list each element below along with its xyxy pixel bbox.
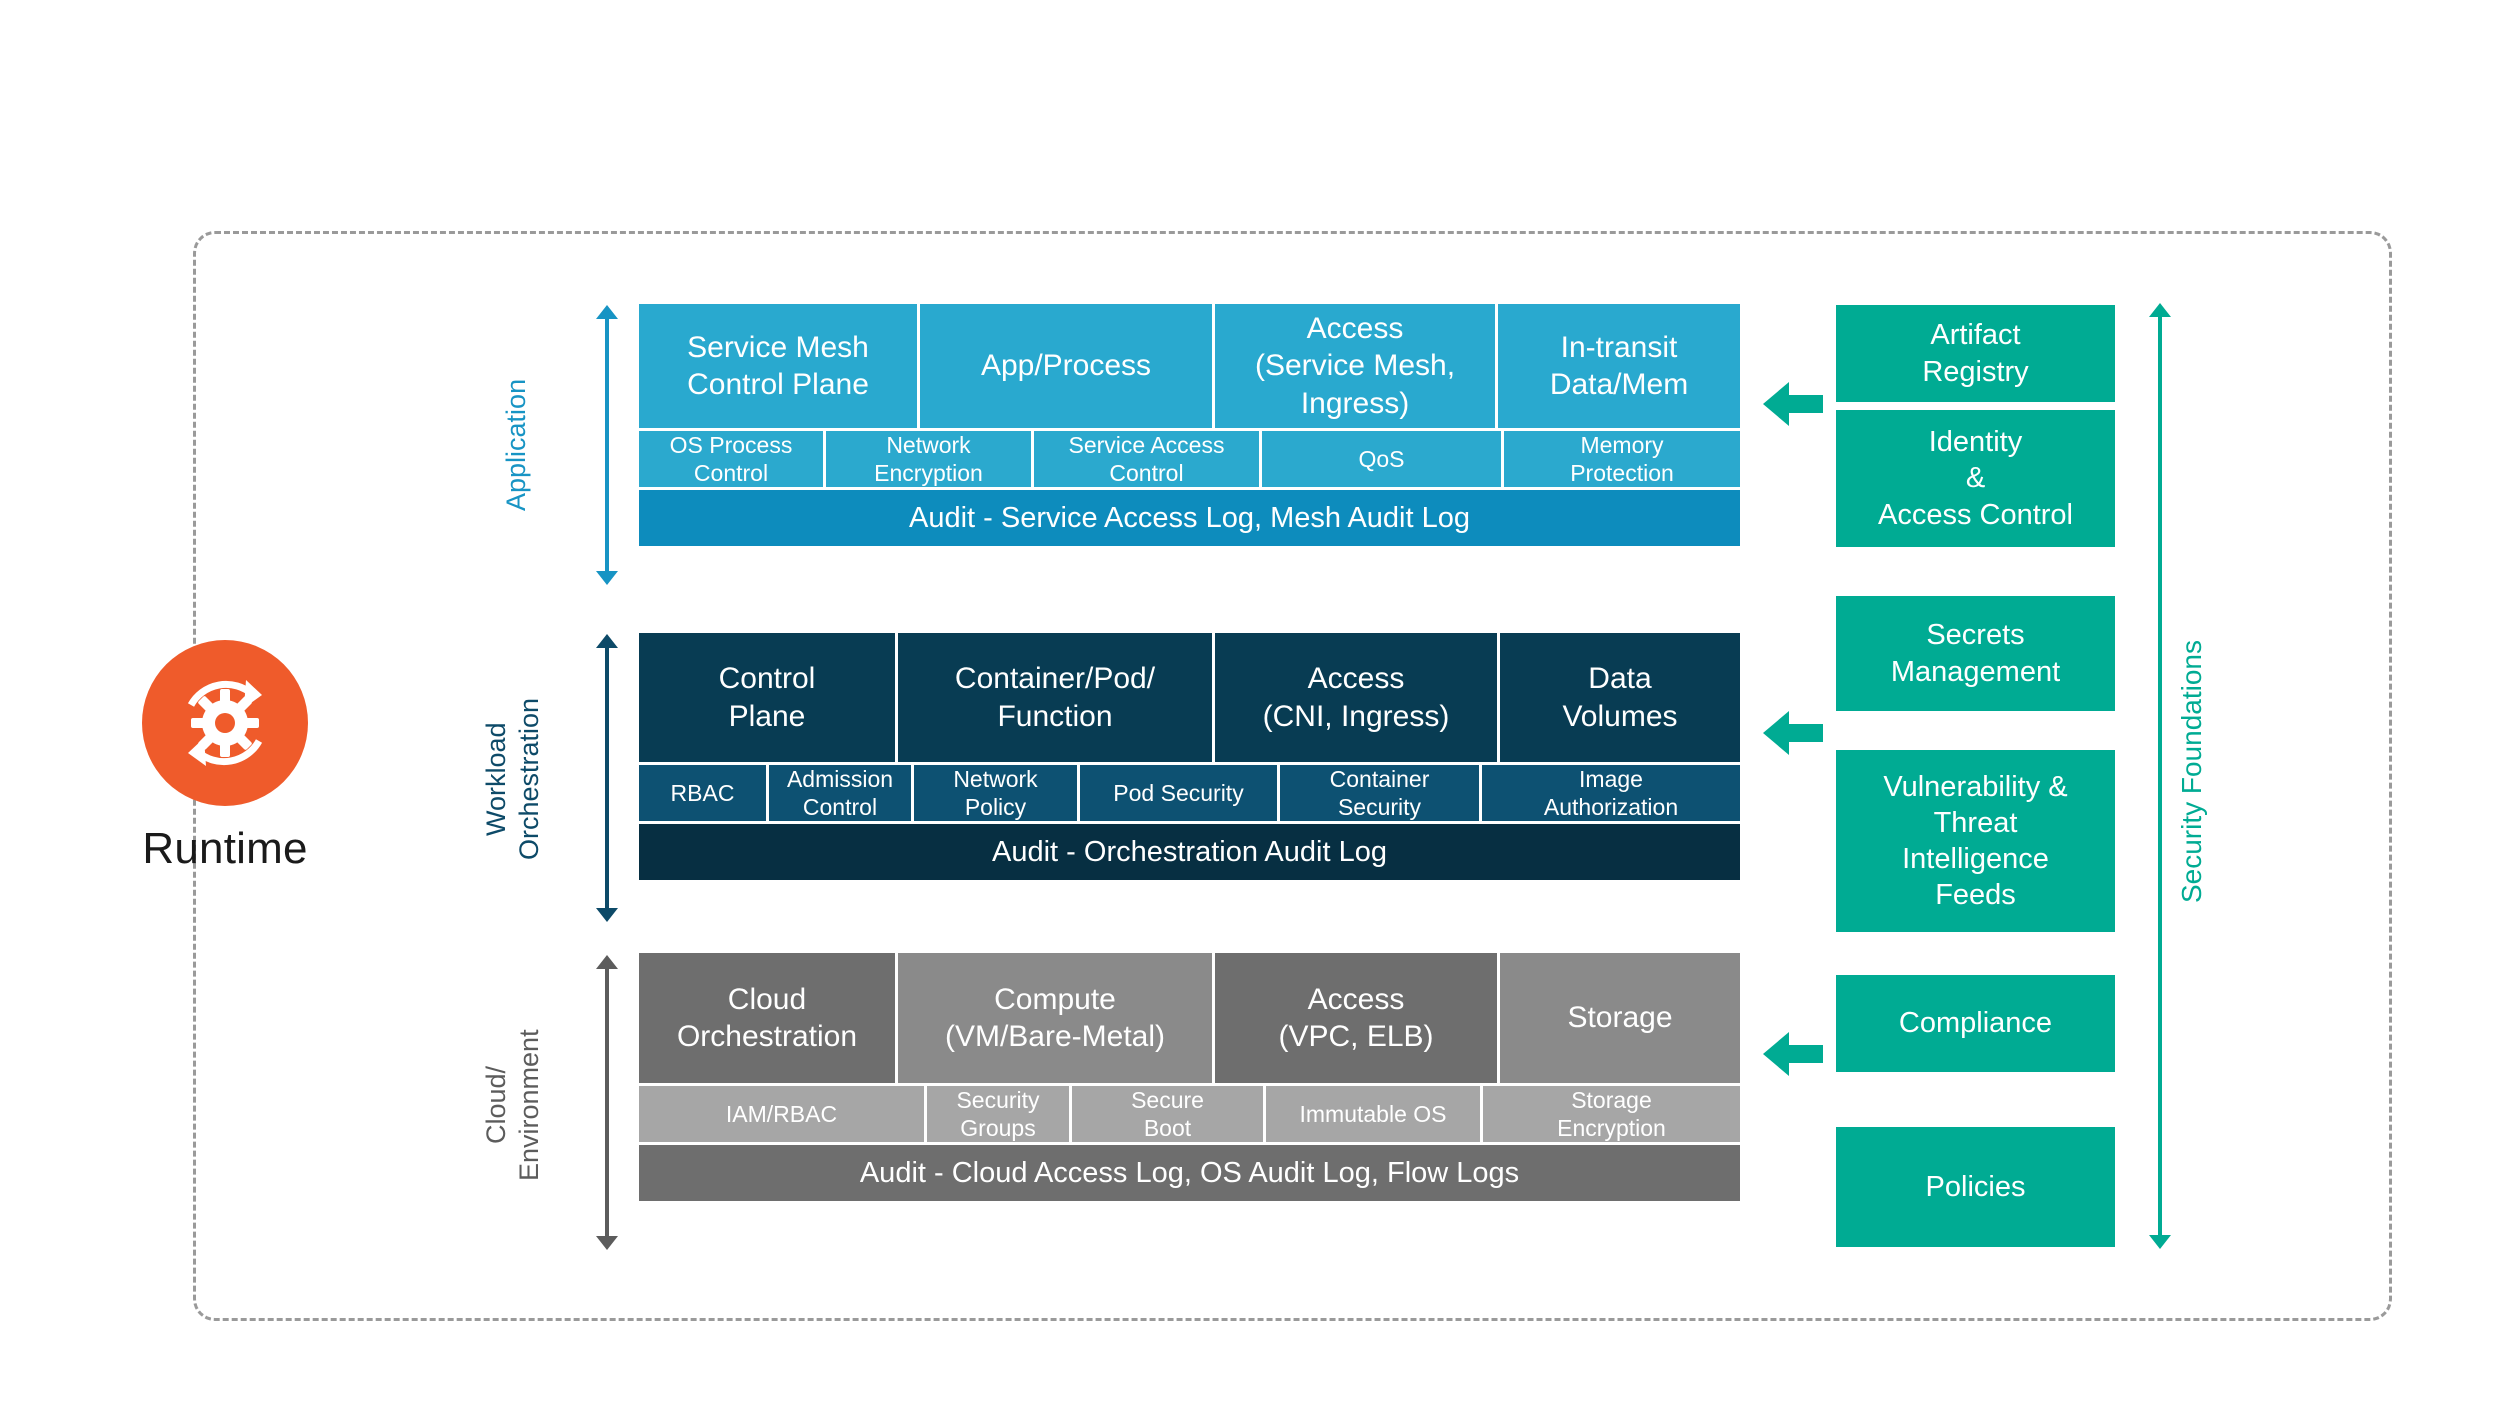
cell-cloud-orchestration[interactable]: Cloud Orchestration [639,953,898,1083]
subcell-network-encryption[interactable]: Network Encryption [826,431,1034,487]
axis-arrow-security-foundations [2147,303,2173,1249]
foundation-box-policies[interactable]: Policies [1836,1127,2115,1247]
runtime-label: Runtime [142,824,308,873]
axis-label-cloud: Cloud/ Environment [481,1029,544,1181]
axis-arrow-cloud [594,955,620,1250]
subcell-image-authorization[interactable]: Image Authorization [1482,765,1740,821]
cell-data-volumes[interactable]: Data Volumes [1500,633,1740,762]
cloud-sub-row: IAM/RBAC Security Groups Secure Boot Imm… [639,1083,1740,1145]
subcell-service-access-control[interactable]: Service Access Control [1034,431,1262,487]
subcell-network-policy[interactable]: Network Policy [914,765,1080,821]
foundation-box-identity-access-control[interactable]: Identity & Access Control [1836,410,2115,547]
subcell-pod-security[interactable]: Pod Security [1080,765,1280,821]
workload-main-row: Control Plane Container/Pod/ Function Ac… [639,633,1740,762]
layer-workload-orchestration: Control Plane Container/Pod/ Function Ac… [639,633,1740,880]
layer-application: Service Mesh Control Plane App/Process A… [639,304,1740,546]
subcell-secure-boot[interactable]: Secure Boot [1072,1086,1266,1142]
foundation-box-artifact-registry[interactable]: Artifact Registry [1836,305,2115,402]
application-main-row: Service Mesh Control Plane App/Process A… [639,304,1740,428]
cell-service-mesh-control-plane[interactable]: Service Mesh Control Plane [639,304,920,428]
cell-access-vpc-elb[interactable]: Access (VPC, ELB) [1215,953,1500,1083]
cell-app-process[interactable]: App/Process [920,304,1215,428]
axis-label-security-foundations: Security Foundations [2176,640,2207,904]
foundation-box-compliance[interactable]: Compliance [1836,975,2115,1072]
cloud-audit-bar[interactable]: Audit - Cloud Access Log, OS Audit Log, … [639,1145,1740,1201]
feed-arrow-application-icon [1763,378,1823,430]
application-sub-row: OS Process Control Network Encryption Se… [639,428,1740,490]
subcell-rbac[interactable]: RBAC [639,765,769,821]
subcell-immutable-os[interactable]: Immutable OS [1266,1086,1483,1142]
subcell-storage-encryption[interactable]: Storage Encryption [1483,1086,1740,1142]
subcell-admission-control[interactable]: Admission Control [769,765,914,821]
axis-label-application: Application [501,378,531,512]
cell-in-transit-data-mem[interactable]: In-transit Data/Mem [1498,304,1740,428]
foundation-box-secrets-management[interactable]: Secrets Management [1836,596,2115,711]
feed-arrow-workload-icon [1763,707,1823,759]
cell-container-pod-function[interactable]: Container/Pod/ Function [898,633,1215,762]
subcell-security-groups[interactable]: Security Groups [927,1086,1072,1142]
workload-sub-row: RBAC Admission Control Network Policy Po… [639,762,1740,824]
axis-arrow-workload [594,634,620,922]
cell-access-cni-ingress[interactable]: Access (CNI, Ingress) [1215,633,1500,762]
cell-storage[interactable]: Storage [1500,953,1740,1083]
cell-compute-vm-bare-metal[interactable]: Compute (VM/Bare-Metal) [898,953,1215,1083]
feed-arrow-cloud-icon [1763,1028,1823,1080]
cloud-main-row: Cloud Orchestration Compute (VM/Bare-Met… [639,953,1740,1083]
layer-cloud-environment: Cloud Orchestration Compute (VM/Bare-Met… [639,953,1740,1201]
workload-audit-bar[interactable]: Audit - Orchestration Audit Log [639,824,1740,880]
cell-access-service-mesh-ingress[interactable]: Access (Service Mesh, Ingress) [1215,304,1498,428]
application-audit-bar[interactable]: Audit - Service Access Log, Mesh Audit L… [639,490,1740,546]
foundation-box-vulnerability-threat-intelligence-feeds[interactable]: Vulnerability & Threat Intelligence Feed… [1836,750,2115,932]
runtime-badge: Runtime [100,640,350,874]
subcell-qos[interactable]: QoS [1262,431,1504,487]
subcell-memory-protection[interactable]: Memory Protection [1504,431,1740,487]
subcell-os-process-control[interactable]: OS Process Control [639,431,826,487]
cell-control-plane[interactable]: Control Plane [639,633,898,762]
subcell-container-security[interactable]: Container Security [1280,765,1482,821]
gear-refresh-icon [142,640,308,806]
axis-label-workload: Workload Orchestration [481,697,544,861]
axis-arrow-application [594,305,620,585]
subcell-iam-rbac[interactable]: IAM/RBAC [639,1086,927,1142]
